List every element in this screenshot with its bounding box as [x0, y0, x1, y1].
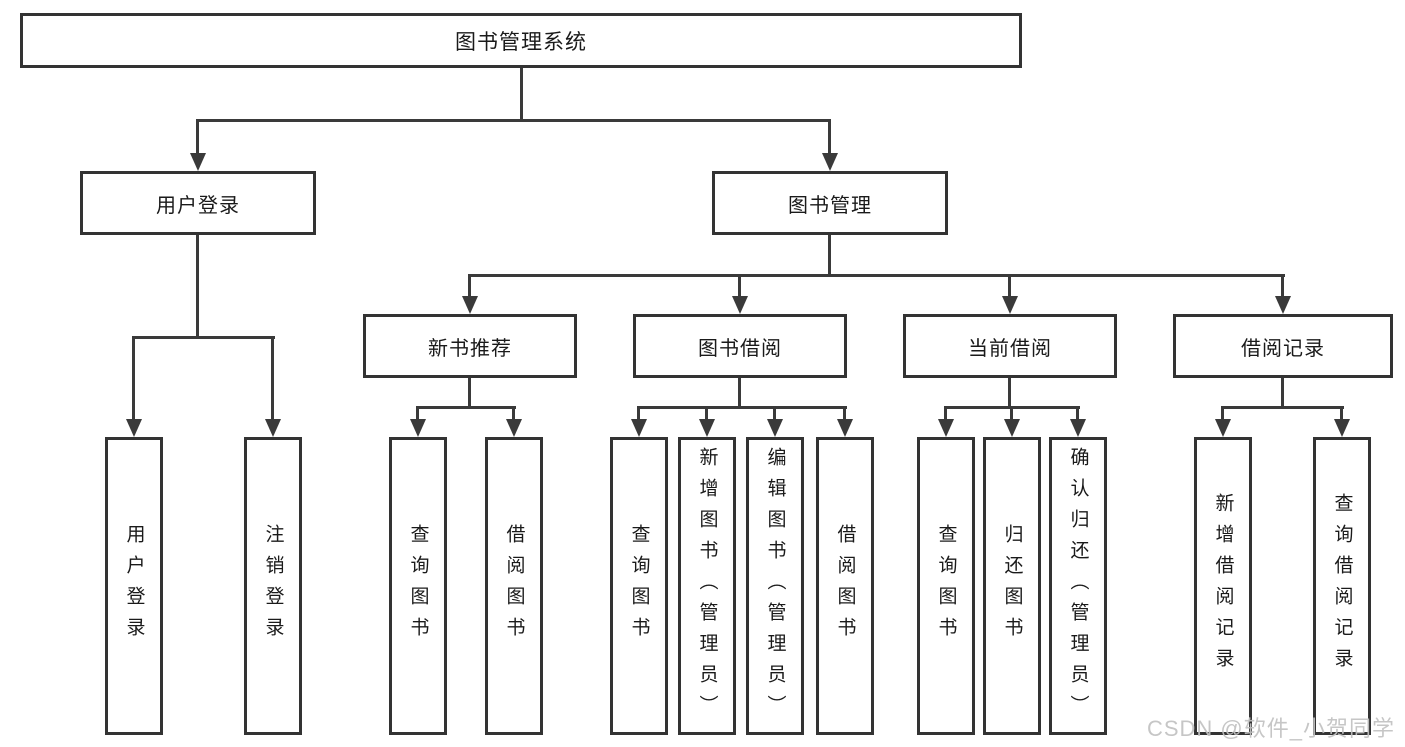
connector-vline [1340, 406, 1343, 421]
connector-hline [132, 336, 275, 339]
connector-vline [520, 68, 523, 122]
node-library-system-label: 图书管理系统 [455, 30, 587, 54]
leaf-query-books-borrowing: 查询图书 [610, 437, 668, 735]
arrowhead [837, 419, 853, 437]
leaf-confirm-return-admin: 确认归还（管理员） [1049, 437, 1107, 735]
node-current-borrowing-label: 当前借阅 [968, 337, 1052, 360]
leaf-edit-books-admin: 编辑图书（管理员） [746, 437, 804, 735]
arrowhead [938, 419, 954, 437]
leaf-add-books-admin: 新增图书（管理员） [678, 437, 736, 735]
arrowhead [699, 419, 715, 437]
arrowhead [410, 419, 426, 437]
connector-vline [705, 406, 708, 421]
arrowhead [767, 419, 783, 437]
connector-vline [1008, 378, 1011, 409]
connector-vline [828, 119, 831, 155]
node-current-borrowing: 当前借阅 [903, 314, 1117, 378]
connector-vline [637, 406, 640, 421]
connector-vline [1281, 274, 1284, 299]
leaf-query-borrow-record-label: 查询借阅记录 [1331, 493, 1353, 679]
connector-vline [1221, 406, 1224, 421]
connector-vline [1076, 406, 1079, 421]
connector-vline [1281, 378, 1284, 409]
arrowhead [462, 296, 478, 314]
leaf-user-login-label: 用户登录 [123, 524, 145, 648]
arrowhead [506, 419, 522, 437]
arrowhead [265, 419, 281, 437]
node-new-book-recommend-label: 新书推荐 [428, 337, 512, 360]
arrowhead [1070, 419, 1086, 437]
leaf-add-books-admin-label: 新增图书（管理员） [696, 446, 718, 726]
arrowhead [1002, 296, 1018, 314]
leaf-query-books-recommend-label: 查询图书 [407, 524, 429, 648]
connector-vline [843, 406, 846, 421]
connector-vline [196, 235, 199, 339]
leaf-logout-label: 注销登录 [262, 524, 284, 648]
arrowhead [1215, 419, 1231, 437]
connector-hline [1221, 406, 1344, 409]
leaf-edit-books-admin-label: 编辑图书（管理员） [764, 446, 786, 726]
connector-vline [468, 378, 471, 409]
connector-vline [271, 336, 274, 421]
connector-vline [468, 274, 471, 299]
leaf-borrow-books-label: 借阅图书 [834, 524, 856, 648]
node-book-borrowing-label: 图书借阅 [698, 337, 782, 360]
leaf-borrow-books-recommend-label: 借阅图书 [503, 524, 525, 648]
arrowhead [190, 153, 206, 171]
node-new-book-recommend: 新书推荐 [363, 314, 577, 378]
connector-vline [738, 274, 741, 299]
leaf-confirm-return-admin-label: 确认归还（管理员） [1067, 446, 1089, 726]
connector-hline [468, 274, 1285, 277]
node-book-management-label: 图书管理 [788, 194, 872, 217]
node-user-login: 用户登录 [80, 171, 316, 235]
connector-vline [828, 235, 831, 277]
watermark: CSDN @软件_小贺同学 [1146, 716, 1395, 741]
connector-hline [197, 119, 831, 122]
leaf-borrow-books-recommend: 借阅图书 [485, 437, 543, 735]
leaf-query-borrow-record: 查询借阅记录 [1313, 437, 1371, 735]
arrowhead [1275, 296, 1291, 314]
leaf-return-books: 归还图书 [983, 437, 1041, 735]
connector-vline [416, 406, 419, 421]
node-borrowing-records: 借阅记录 [1173, 314, 1393, 378]
leaf-user-login: 用户登录 [105, 437, 163, 735]
node-borrowing-records-label: 借阅记录 [1241, 337, 1325, 360]
node-user-login-label: 用户登录 [156, 194, 240, 217]
connector-vline [1008, 274, 1011, 299]
node-book-management: 图书管理 [712, 171, 948, 235]
arrowhead [732, 296, 748, 314]
connector-hline [416, 406, 516, 409]
connector-vline [944, 406, 947, 421]
leaf-query-books-recommend: 查询图书 [389, 437, 447, 735]
leaf-query-books-borrowing-label: 查询图书 [628, 524, 650, 648]
leaf-add-borrow-record-label: 新增借阅记录 [1212, 493, 1234, 679]
arrowhead [1334, 419, 1350, 437]
leaf-borrow-books: 借阅图书 [816, 437, 874, 735]
node-library-system: 图书管理系统 [20, 13, 1022, 68]
connector-hline [637, 406, 847, 409]
connector-vline [773, 406, 776, 421]
connector-vline [512, 406, 515, 421]
leaf-add-borrow-record: 新增借阅记录 [1194, 437, 1252, 735]
arrowhead [822, 153, 838, 171]
arrowhead [1004, 419, 1020, 437]
leaf-return-books-label: 归还图书 [1001, 524, 1023, 648]
leaf-query-books-current-label: 查询图书 [935, 524, 957, 648]
connector-vline [132, 336, 135, 421]
connector-vline [196, 119, 199, 155]
arrowhead [126, 419, 142, 437]
arrowhead [631, 419, 647, 437]
connector-vline [738, 378, 741, 409]
leaf-logout: 注销登录 [244, 437, 302, 735]
leaf-query-books-current: 查询图书 [917, 437, 975, 735]
node-book-borrowing: 图书借阅 [633, 314, 847, 378]
connector-vline [1010, 406, 1013, 421]
